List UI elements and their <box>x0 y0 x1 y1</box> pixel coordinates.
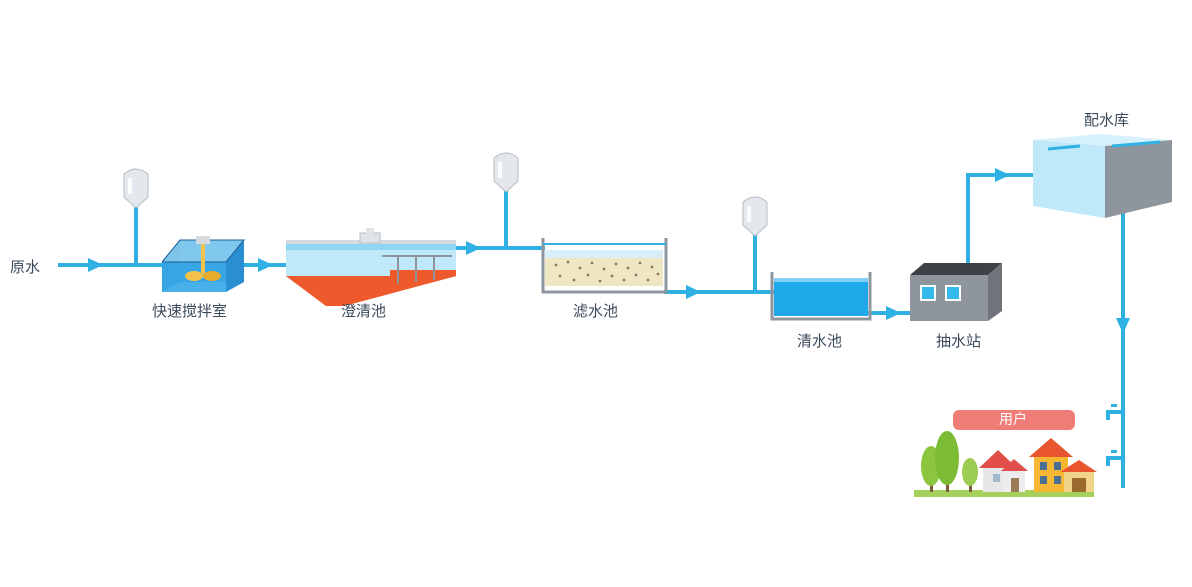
label-rapid-mixing-chamber: 快速搅拌室 <box>152 302 228 320</box>
chemical-dosing-tank-icon <box>123 168 149 209</box>
flow-arrow-icon <box>886 306 901 320</box>
label-clarifier: 澄清池 <box>341 302 387 320</box>
filter-tank <box>541 238 668 294</box>
rapid-mixing-chamber <box>161 236 246 292</box>
label-users: 用户 <box>999 412 1027 428</box>
clarifier-tank <box>286 228 456 306</box>
flow-arrow-icon <box>466 241 481 255</box>
main-pipeline <box>58 173 1125 488</box>
chemical-dosing-tank-icon <box>493 152 519 193</box>
flow-arrow-icon <box>686 285 701 299</box>
tree-icon <box>962 458 978 492</box>
user-village <box>914 410 1097 497</box>
label-clear-well: 清水池 <box>797 332 843 350</box>
mixer-impeller-icon <box>185 236 221 281</box>
flow-arrow-icon <box>995 168 1010 182</box>
flow-arrow-icon <box>88 258 103 272</box>
tree-icon <box>935 431 959 492</box>
flow-arrow-icon <box>1116 318 1130 334</box>
house-icon <box>979 450 1028 492</box>
faucet-icon <box>1106 450 1123 466</box>
label-filter: 滤水池 <box>573 302 619 320</box>
house-icon <box>1029 438 1097 492</box>
flow-arrows <box>88 168 1130 334</box>
label-distribution-reservoir: 配水库 <box>1084 111 1130 129</box>
distribution-reservoir <box>1033 134 1172 218</box>
chemical-dosing-tank-icon <box>742 196 768 237</box>
faucet-icon <box>1106 404 1123 420</box>
pump-station <box>910 263 1002 321</box>
clear-water-tank <box>770 272 872 321</box>
label-pump-station: 抽水站 <box>936 332 982 350</box>
user-badge <box>953 410 1075 430</box>
flow-arrow-icon <box>258 258 273 272</box>
label-raw-water: 原水 <box>10 258 41 276</box>
